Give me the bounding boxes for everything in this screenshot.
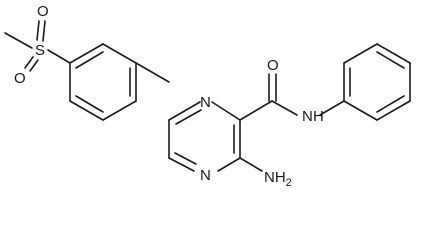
bond-pyrazine-carbonyl — [239, 100, 273, 121]
bond-pyr-inner-c — [174, 152, 197, 165]
atom-n-amide: N — [302, 108, 313, 125]
bonds — [4, 20, 411, 172]
bond-pyr-5 — [168, 157, 195, 172]
bond-methyl-s — [4, 32, 33, 49]
bond-benz2-5 — [376, 100, 411, 121]
atom-n-ring-bottom: N — [200, 167, 211, 184]
atom-nh2-main: NH — [264, 169, 286, 186]
bond-benz1-inner-a — [75, 51, 104, 69]
atom-s: S — [35, 42, 45, 59]
bond-pyr-inner-a — [175, 109, 202, 125]
bond-pyr-2 — [211, 101, 241, 121]
bond-s-o-top-a — [36, 20, 40, 41]
atom-nh2-subscript: 2 — [286, 177, 292, 189]
atom-labels: O S O N N O N H NH2 — [14, 3, 324, 189]
atom-n-ring-top: N — [200, 94, 211, 111]
bond-benzene-pyrazine — [135, 62, 170, 83]
bond-pyr-1 — [168, 101, 201, 121]
bond-c-n-amide — [271, 100, 298, 116]
bond-benz2-6 — [343, 100, 378, 121]
bond-pyr-4 — [217, 157, 241, 172]
bond-benz2-inner-b — [376, 51, 405, 69]
bond-benz1-4 — [102, 100, 137, 121]
bond-s-benzene — [47, 49, 71, 64]
atom-h-amide: H — [313, 108, 324, 125]
atom-o-top: O — [37, 3, 49, 20]
bond-benz2-inner-c — [376, 95, 405, 113]
bond-benz1-2 — [102, 43, 137, 64]
chemical-structure-diagram: O S O N N O N H NH2 — [4, 3, 411, 189]
atom-o-bottom: O — [14, 70, 26, 87]
bond-benz2-3 — [376, 43, 411, 64]
atom-nh2: NH2 — [264, 169, 292, 189]
bond-benz1-5 — [69, 100, 104, 121]
bond-s-o-top-b — [42, 20, 46, 42]
bond-benz2-2 — [343, 43, 378, 64]
bond-benz1-1 — [69, 43, 104, 64]
bond-pyrazine-nh2 — [239, 157, 263, 172]
bond-s-o-bottom-b — [29, 59, 39, 72]
atom-o-carbonyl: O — [267, 57, 279, 74]
bond-benz1-inner-c — [75, 95, 104, 113]
bond-n-phenyl — [319, 100, 345, 116]
bond-s-o-bottom-a — [24, 56, 34, 69]
